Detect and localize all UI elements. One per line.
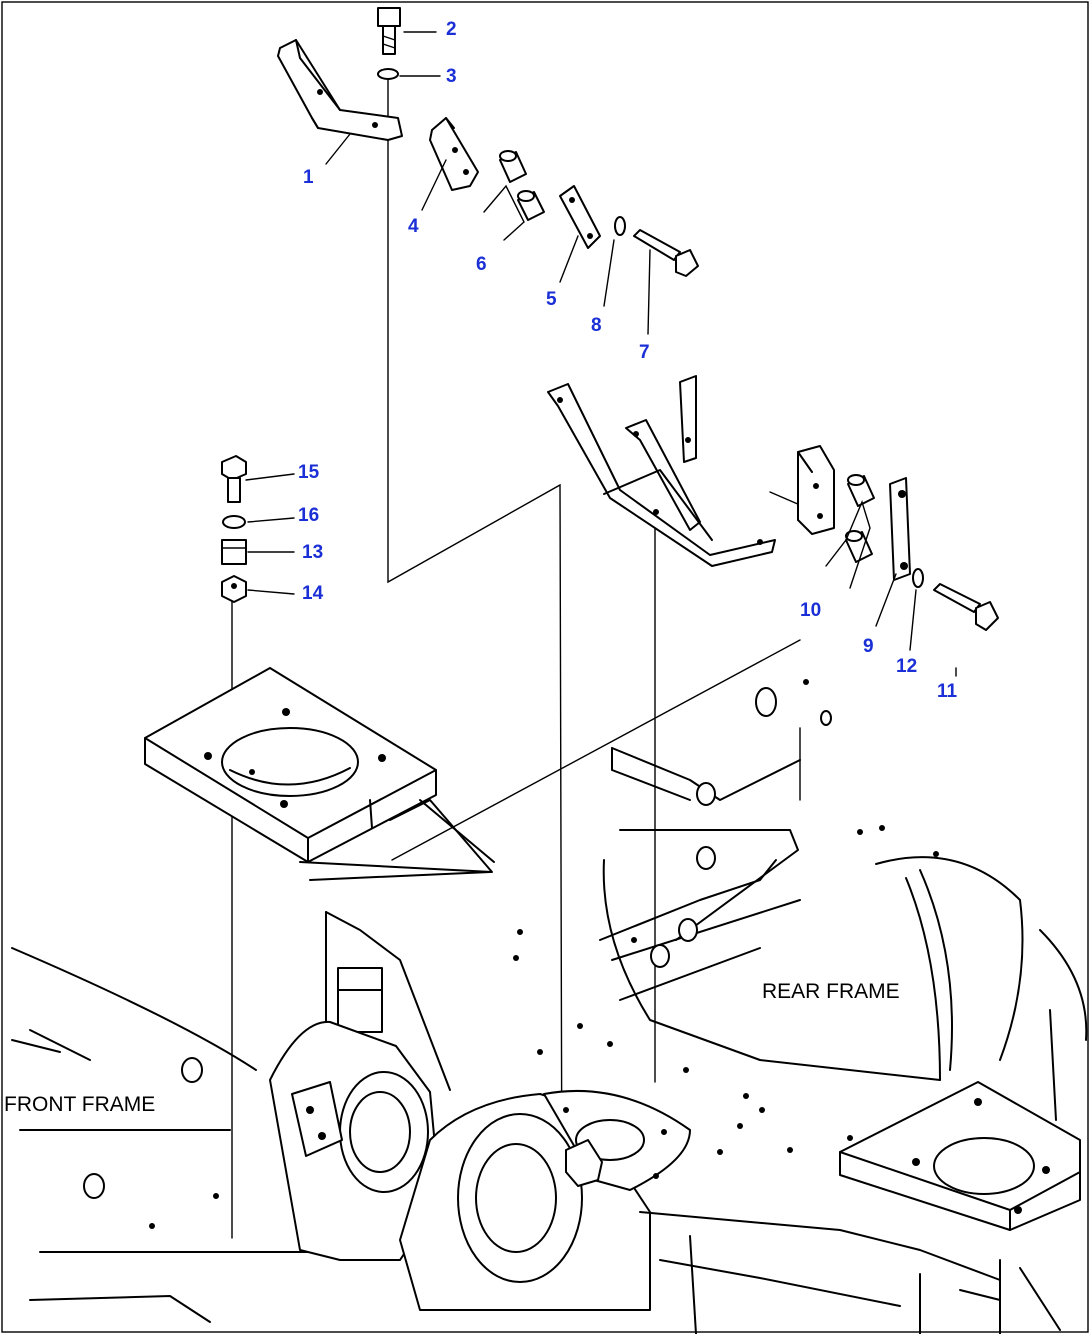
left-pivot-boss <box>269 1020 441 1261</box>
washer-part-16 <box>222 515 246 529</box>
left-small-parts <box>221 455 247 603</box>
block-part-4 <box>429 117 479 191</box>
bolt-part-7 <box>633 229 699 277</box>
rear-frame-body <box>599 679 1088 1121</box>
callout-7: 7 <box>639 342 650 363</box>
callout-8: 8 <box>591 315 602 336</box>
callout-13: 13 <box>302 542 323 563</box>
washer-part-3 <box>377 68 399 80</box>
washer-part-12 <box>912 568 924 588</box>
link-part-5 <box>559 185 601 249</box>
callout-12: 12 <box>896 656 917 677</box>
callout-4: 4 <box>408 216 419 237</box>
bushing-part-10 <box>825 474 875 589</box>
upper-mount-parts <box>277 7 699 277</box>
front-frame-column <box>325 911 451 1091</box>
callout-5: 5 <box>546 289 557 310</box>
large-bracket <box>547 375 776 567</box>
callout-10: 10 <box>800 600 821 621</box>
block-middle <box>797 445 835 535</box>
callout-11: 11 <box>937 681 958 702</box>
bolt-part-2 <box>377 7 401 55</box>
callout-2: 2 <box>446 19 457 40</box>
bolt-part-11 <box>933 583 999 631</box>
bolt-part-15 <box>221 455 247 503</box>
front-mount-plate <box>144 667 437 863</box>
rear-lower-structure <box>149 929 1061 1334</box>
rear-mount-plate <box>839 1081 1081 1231</box>
bracket-part-1 <box>277 39 403 141</box>
rear-frame-label: REAR FRAME <box>762 980 900 1003</box>
callout-15: 15 <box>298 462 320 483</box>
bushing-part-6 <box>483 150 545 241</box>
callout-14: 14 <box>302 583 324 604</box>
spacer-part-13 <box>221 539 247 565</box>
callout-labels: 1 2 3 4 5 6 7 8 9 10 11 12 13 14 15 16 <box>298 19 958 702</box>
callout-3: 3 <box>446 66 457 87</box>
center-pivot-boss <box>399 1089 691 1311</box>
frame-structure <box>11 667 1088 1334</box>
front-frame-label: FRONT FRAME <box>4 1093 155 1116</box>
washer-part-8 <box>614 216 626 236</box>
middle-mount-parts <box>547 375 999 631</box>
callout-9: 9 <box>863 636 874 657</box>
diagonal-plate <box>299 799 493 873</box>
callout-1: 1 <box>303 167 314 188</box>
link-part-9 <box>889 477 911 581</box>
callout-6: 6 <box>476 254 487 275</box>
nut-part-14 <box>221 575 247 603</box>
callout-16: 16 <box>298 505 319 526</box>
leader-lines <box>245 31 957 677</box>
